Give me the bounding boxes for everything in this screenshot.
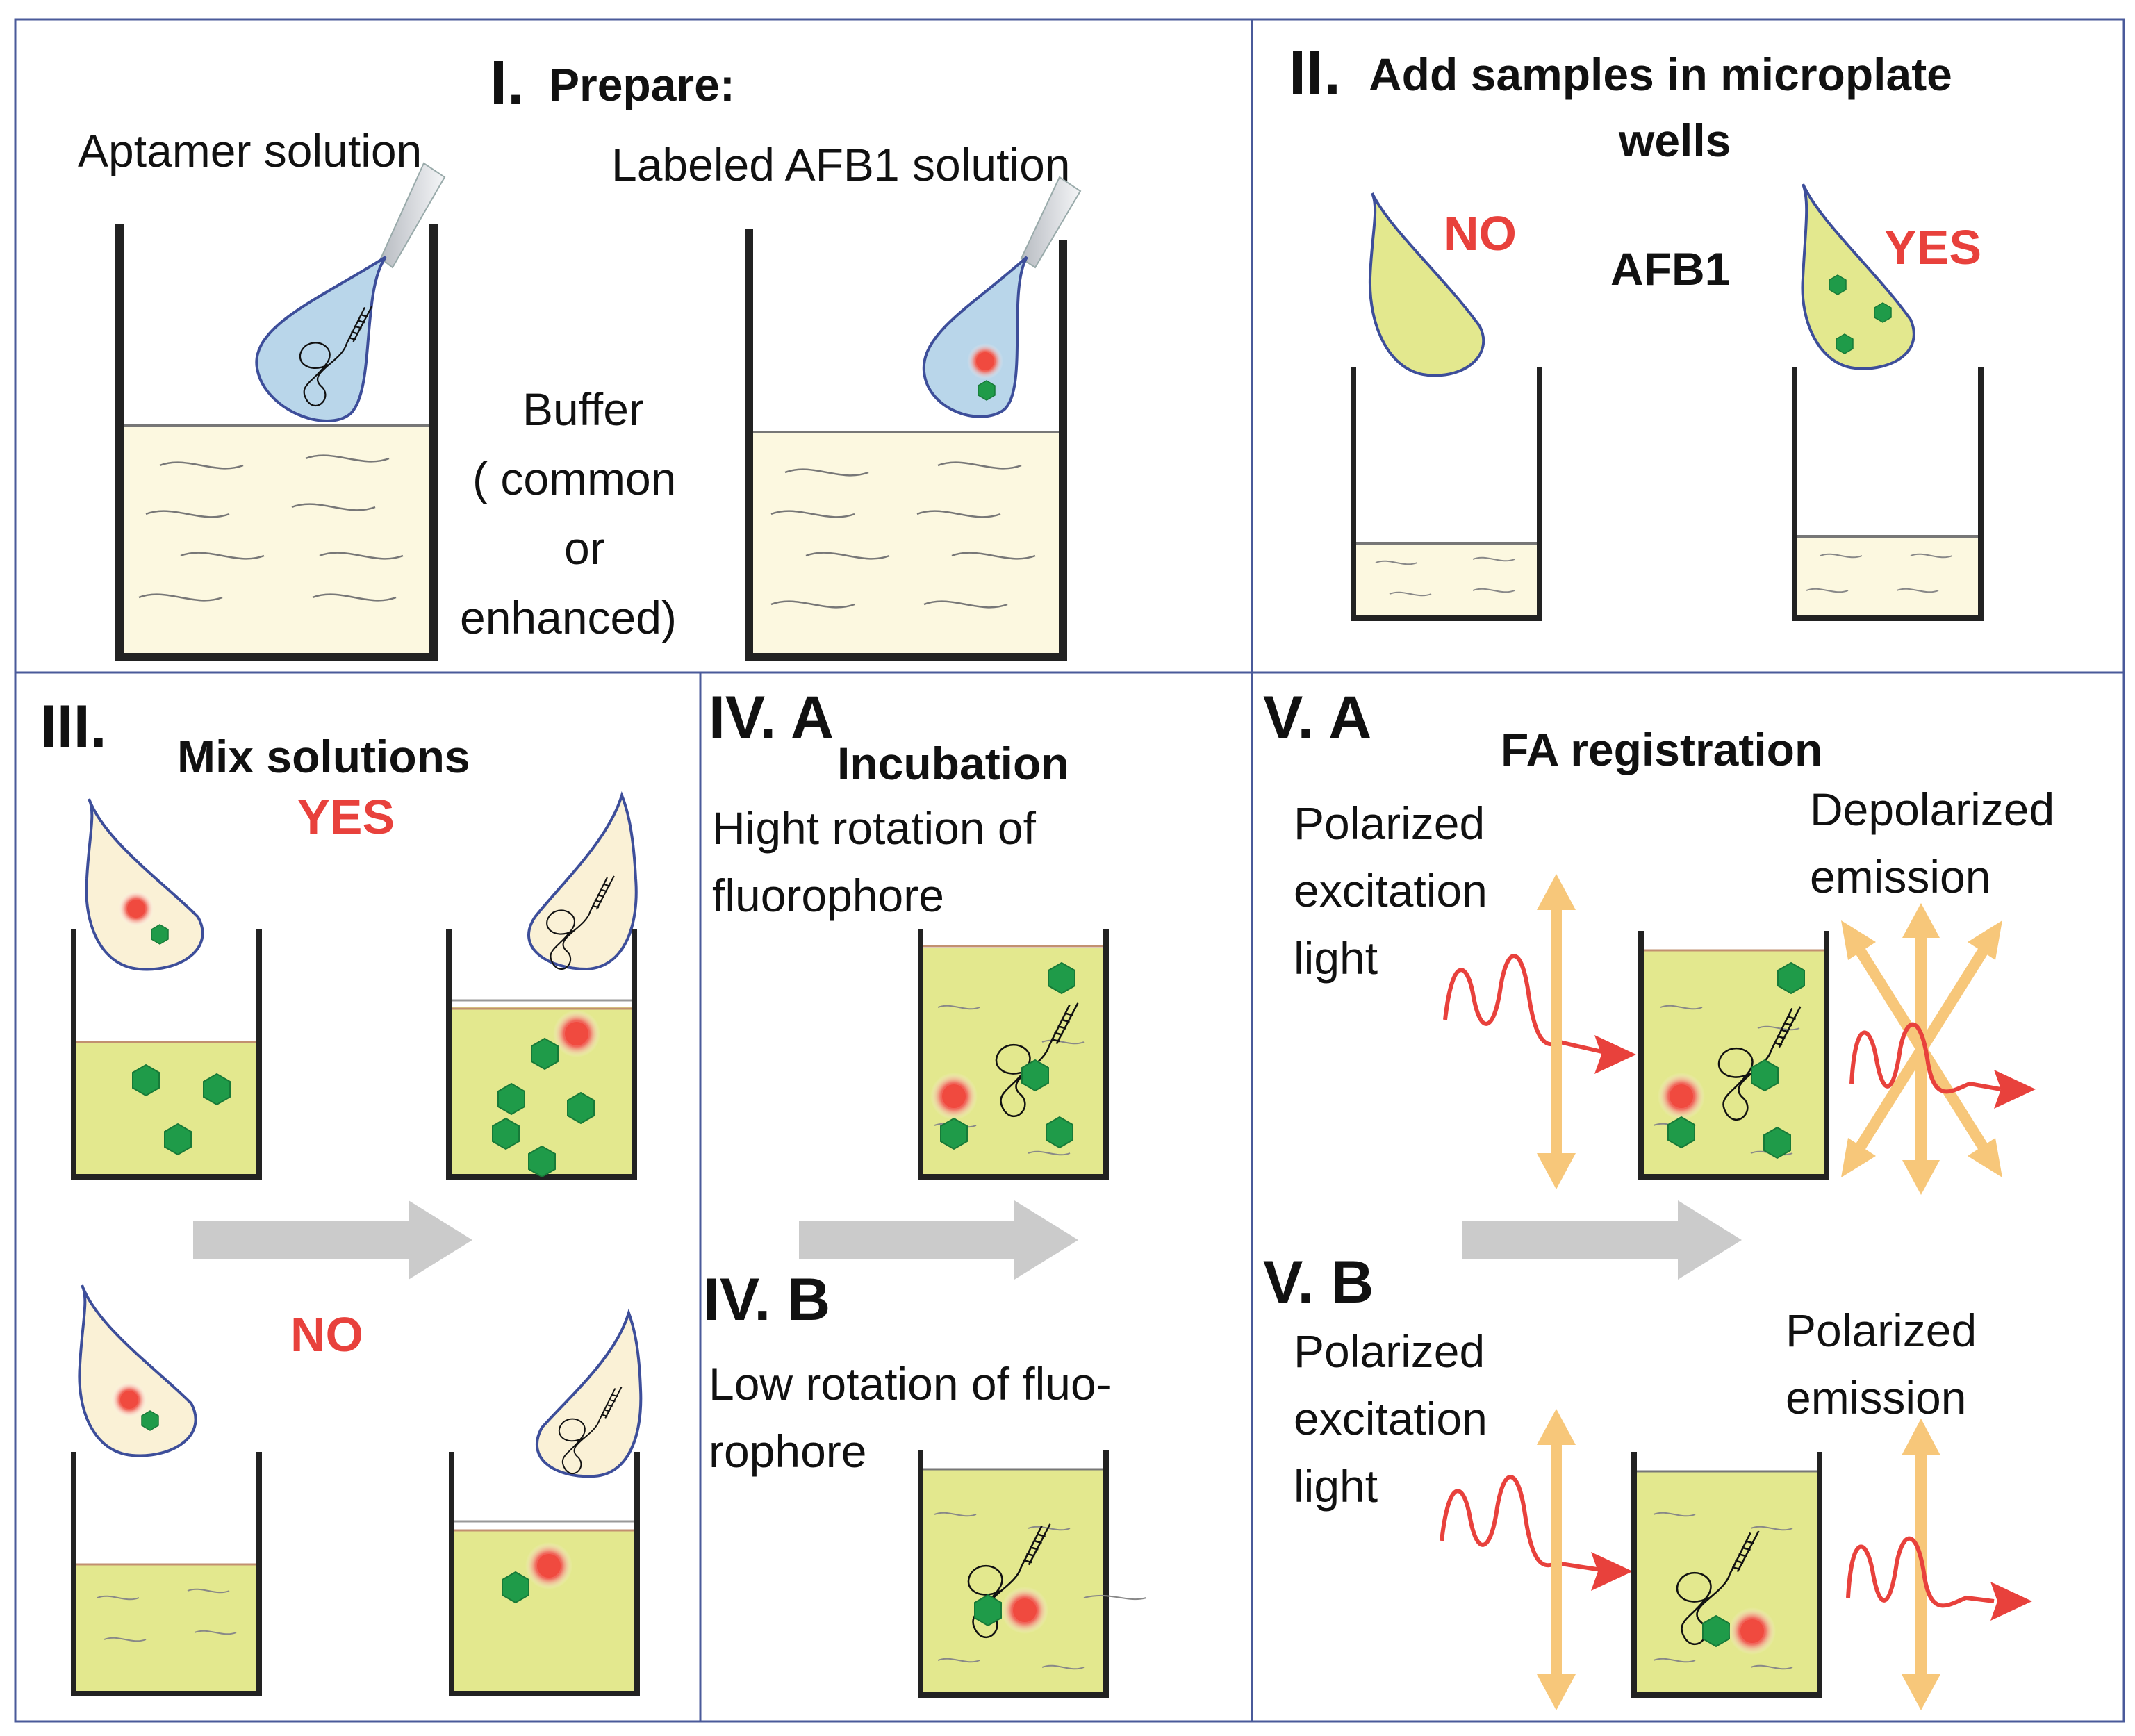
mix-yes-right	[446, 791, 638, 1180]
panel-5b-roman: V. B	[1263, 1249, 1374, 1316]
panel-5a-roman: V. A	[1263, 684, 1371, 751]
polarized-emission-line1: Polarized	[1786, 1305, 1977, 1356]
panel-4a-title: Incubation	[837, 738, 1069, 789]
low-rotation-well	[918, 1450, 1147, 1698]
mix-yes-label: YES	[297, 790, 395, 844]
afb1-label: AFB1	[1610, 243, 1730, 295]
panel-5-fa-registration: V. A FA registration Polarized excitatio…	[1263, 684, 2054, 1710]
labeled-afb1-pipette	[922, 176, 1082, 418]
svg-text:enhanced): enhanced)	[460, 592, 677, 643]
depolarized-line1: Depolarized	[1810, 784, 2054, 835]
polarizer-arrow-a	[1537, 874, 1576, 1189]
high-rotation-well	[918, 929, 1109, 1180]
panel-4b-desc-line2: rophore	[709, 1425, 867, 1477]
excitation-b-line2: excitation	[1294, 1393, 1487, 1444]
buffer-label: Buffer ( common or enhanced)	[460, 383, 677, 643]
excitation-wave-a	[1443, 954, 1636, 1074]
no-label: NO	[1444, 206, 1517, 261]
panel-1-title: Prepare:	[549, 59, 735, 110]
mix-no-right	[449, 1308, 643, 1696]
excitation-a-line1: Polarized	[1294, 797, 1485, 849]
cuvette-b	[1631, 1452, 1822, 1698]
process-arrow-fa	[1462, 1200, 1742, 1280]
panel-3-roman: III.	[40, 693, 107, 760]
panel-2-title-line2: wells	[1618, 115, 1731, 166]
panel-3-title: Mix solutions	[177, 731, 470, 782]
excitation-a-line3: light	[1294, 932, 1378, 984]
panel-1-roman: I.	[490, 49, 525, 118]
cuvette-a	[1638, 931, 1829, 1180]
svg-text:Buffer: Buffer	[522, 383, 644, 435]
yes-sample-pipette	[1801, 183, 1915, 370]
process-arrow-incubation	[799, 1200, 1078, 1280]
mix-no-left	[71, 1284, 262, 1696]
panel-2-add-samples: II. Add samples in microplate wells NO A…	[1289, 38, 1984, 621]
depolarized-arrows	[1841, 903, 2002, 1195]
depolarized-line2: emission	[1810, 851, 1990, 902]
polarizer-arrow-b	[1537, 1409, 1576, 1710]
svg-text:or: or	[564, 522, 605, 574]
svg-text:( common: ( common	[472, 453, 676, 504]
process-arrow-mix	[193, 1200, 472, 1280]
excitation-wave-b	[1440, 1475, 1633, 1591]
yes-label: YES	[1884, 220, 1981, 274]
emission-wave-b	[1846, 1536, 2032, 1621]
panel-2-title-line1: Add samples in microplate	[1369, 49, 1952, 100]
panel-4-incubation: IV. A Incubation Hight rotation of fluor…	[703, 684, 1147, 1698]
panel-4a-roman: IV. A	[709, 684, 834, 751]
panel-4a-desc-line1: Hight rotation of	[712, 802, 1037, 854]
labeled-afb1-label: Labeled AFB1 solution	[611, 139, 1070, 190]
no-sample-well	[1351, 367, 1542, 621]
excitation-b-line3: light	[1294, 1460, 1378, 1512]
mix-yes-left	[71, 798, 262, 1180]
aptamer-pipette	[255, 162, 446, 422]
no-sample-pipette	[1368, 192, 1485, 377]
panel-4a-desc-line2: fluorophore	[712, 870, 944, 921]
buffer-beaker-right	[745, 229, 1067, 661]
excitation-a-line2: excitation	[1294, 865, 1487, 916]
excitation-b-line1: Polarized	[1294, 1325, 1485, 1377]
panel-3-mix: III. Mix solutions YES NO	[40, 693, 643, 1696]
mix-no-label: NO	[290, 1307, 363, 1362]
panel-frame	[14, 18, 2125, 1723]
buffer-beaker-left	[115, 224, 438, 661]
yes-sample-well	[1792, 367, 1984, 621]
panel-4b-desc-line1: Low rotation of fluo-	[709, 1358, 1112, 1410]
panel-4b-roman: IV. B	[703, 1266, 830, 1333]
panel-1-prepare: I. Prepare: Aptamer solution Labeled AFB…	[78, 49, 1082, 661]
emission-wave-a	[1849, 1022, 2036, 1109]
polarized-emission-line2: emission	[1786, 1372, 1966, 1423]
panel-2-roman: II.	[1289, 38, 1341, 108]
panel-5a-title: FA registration	[1501, 724, 1822, 775]
aptamer-solution-label: Aptamer solution	[78, 125, 422, 176]
